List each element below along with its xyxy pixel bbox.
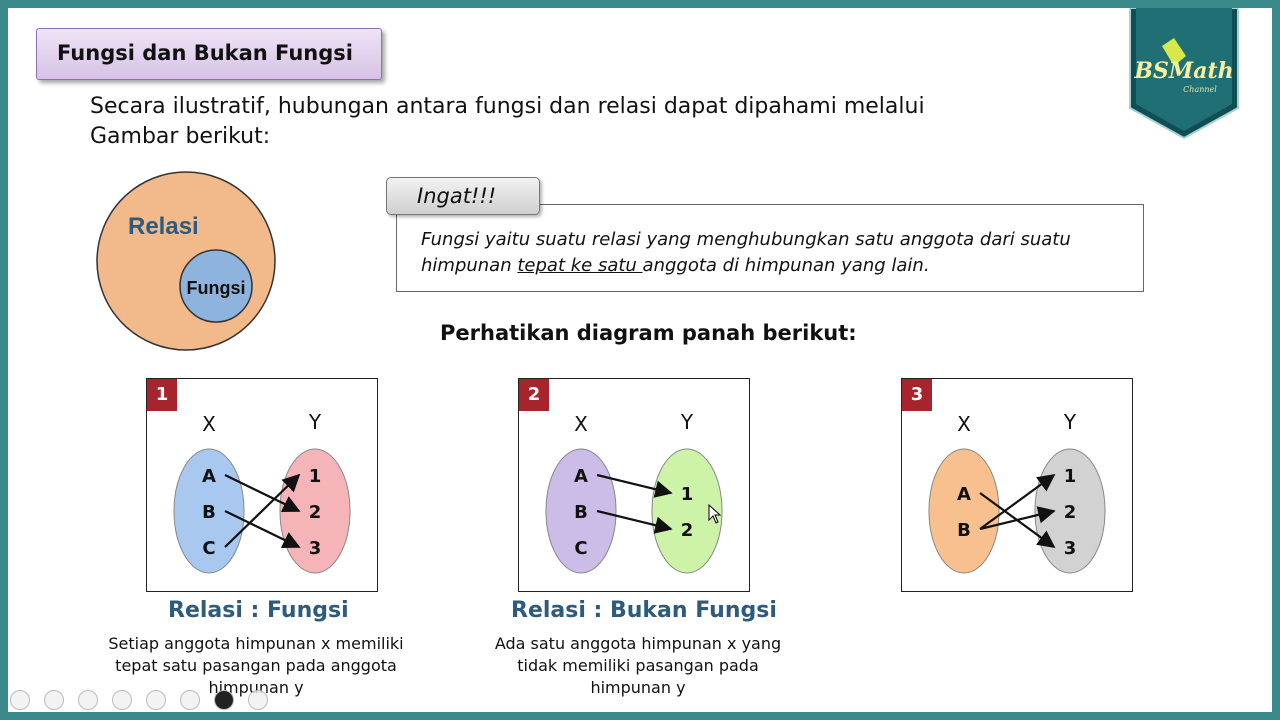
set-x-element: A: [202, 466, 216, 487]
pen-icon[interactable]: [78, 690, 98, 710]
relasi-label: Relasi: [128, 213, 199, 240]
ingat-box: Fungsi yaitu suatu relasi yang menghubun…: [396, 204, 1144, 292]
mapping-arrow: [224, 473, 301, 548]
zoom-icon[interactable]: [146, 690, 166, 710]
caption-1-line-1: Setiap anggota himpunan x memiliki: [108, 634, 404, 653]
set-x-ellipse: [173, 448, 245, 574]
set-y-element: 3: [309, 538, 322, 559]
set-x-element: B: [202, 502, 216, 523]
caption-text-2: Ada satu anggota himpunan x yang tidak m…: [468, 633, 808, 699]
mapping-arrow: [596, 509, 673, 534]
previous-icon[interactable]: [10, 690, 30, 710]
set-y-element: 3: [1064, 538, 1077, 559]
caption-1-line-3: himpunan y: [208, 678, 304, 697]
set-y-element: 2: [1064, 502, 1077, 523]
set-y-label: Y: [1063, 410, 1077, 434]
ingat-definition: Fungsi yaitu suatu relasi yang menghubun…: [421, 227, 1071, 279]
set-x-element: C: [574, 538, 587, 559]
fungsi-circle: [179, 249, 253, 323]
caption-text-1: Setiap anggota himpunan x memiliki tepat…: [86, 633, 426, 699]
diagram-number-badge: 1: [147, 379, 177, 411]
camera-icon[interactable]: [214, 690, 234, 710]
set-y-label: Y: [308, 410, 322, 434]
arrow-diagram-2-svg: X Y ABC 1 2: [545, 410, 723, 574]
logo-main-text: BSMath: [1133, 58, 1233, 84]
ingat-underlined: tepat ke satu: [517, 255, 643, 276]
presentation-toolbar: [8, 688, 288, 712]
mapping-arrow: [979, 506, 1056, 531]
mouse-cursor-icon: [708, 504, 722, 524]
mapping-arrow: [224, 474, 301, 512]
arrow-diagram-1-svg: X Y ABC 1 2 3: [173, 410, 351, 574]
intro-line-2: Gambar berikut:: [90, 124, 271, 149]
slide: Fungsi dan Bukan Fungsi BSMath Channel S…: [8, 8, 1272, 712]
set-x-ellipse: [545, 448, 617, 574]
venn-diagram: Relasi Fungsi: [96, 171, 276, 351]
slide-title-box: Fungsi dan Bukan Fungsi: [36, 28, 382, 80]
set-y-element: 2: [309, 502, 322, 523]
ingat-line-2-b: anggota di himpunan yang lain.: [642, 255, 930, 276]
set-y-element: 1: [1064, 466, 1077, 487]
more-options-icon[interactable]: [248, 690, 268, 710]
set-y-element: 1: [681, 484, 694, 505]
caption-1-line-2: tepat satu pasangan pada anggota: [115, 656, 397, 675]
next-icon[interactable]: [44, 690, 64, 710]
mapping-arrow: [979, 473, 1056, 530]
diagram-number-badge: 2: [519, 379, 549, 411]
intro-line-1: Secara ilustratif, hubungan antara fungs…: [90, 94, 925, 119]
intro-text: Secara ilustratif, hubungan antara fungs…: [90, 92, 925, 152]
set-x-element: B: [957, 520, 971, 541]
ingat-line-2: himpunan tepat ke satu anggota di himpun…: [421, 253, 1071, 279]
section-title: Perhatikan diagram panah berikut:: [440, 321, 857, 345]
set-x-element: A: [574, 466, 588, 487]
mapping-arrow: [224, 510, 301, 548]
set-y-element: 1: [309, 466, 322, 487]
set-x-ellipse: [928, 448, 1000, 574]
caption-2-line-3: himpunan y: [590, 678, 686, 697]
relasi-circle: [96, 171, 276, 351]
set-x-label: X: [574, 412, 588, 436]
logo-sub-text: Channel: [1183, 85, 1217, 94]
set-y-label: Y: [680, 410, 694, 434]
caption-2-line-1: Ada satu anggota himpunan x yang: [494, 634, 782, 653]
fungsi-label: Fungsi: [187, 278, 246, 298]
caption-title-1: Relasi : Fungsi: [168, 598, 349, 623]
ingat-tab: Ingat!!!: [386, 177, 540, 215]
arrow-diagram-3-svg: X Y AB 1 2 3: [928, 410, 1106, 574]
set-x-label: X: [202, 412, 216, 436]
set-y-element: 2: [681, 520, 694, 541]
set-x-element: A: [957, 484, 971, 505]
set-y-ellipse: [651, 448, 723, 574]
caption-title-2: Relasi : Bukan Fungsi: [511, 598, 777, 623]
set-x-element: B: [574, 502, 588, 523]
ingat-line-1: Fungsi yaitu suatu relasi yang menghubun…: [421, 229, 1071, 250]
set-x-element: C: [202, 538, 215, 559]
ingat-line-2-a: himpunan: [421, 255, 518, 276]
slides-icon[interactable]: [112, 690, 132, 710]
mapping-arrow: [596, 473, 673, 498]
bsmath-logo: BSMath Channel: [1129, 8, 1239, 140]
subtitles-icon[interactable]: [180, 690, 200, 710]
diagram-number-badge: 3: [902, 379, 932, 411]
ingat-tab-label: Ingat!!!: [417, 184, 497, 208]
slide-title: Fungsi dan Bukan Fungsi: [57, 41, 353, 65]
caption-2-line-2: tidak memiliki pasangan pada: [517, 656, 759, 675]
set-x-label: X: [957, 412, 971, 436]
